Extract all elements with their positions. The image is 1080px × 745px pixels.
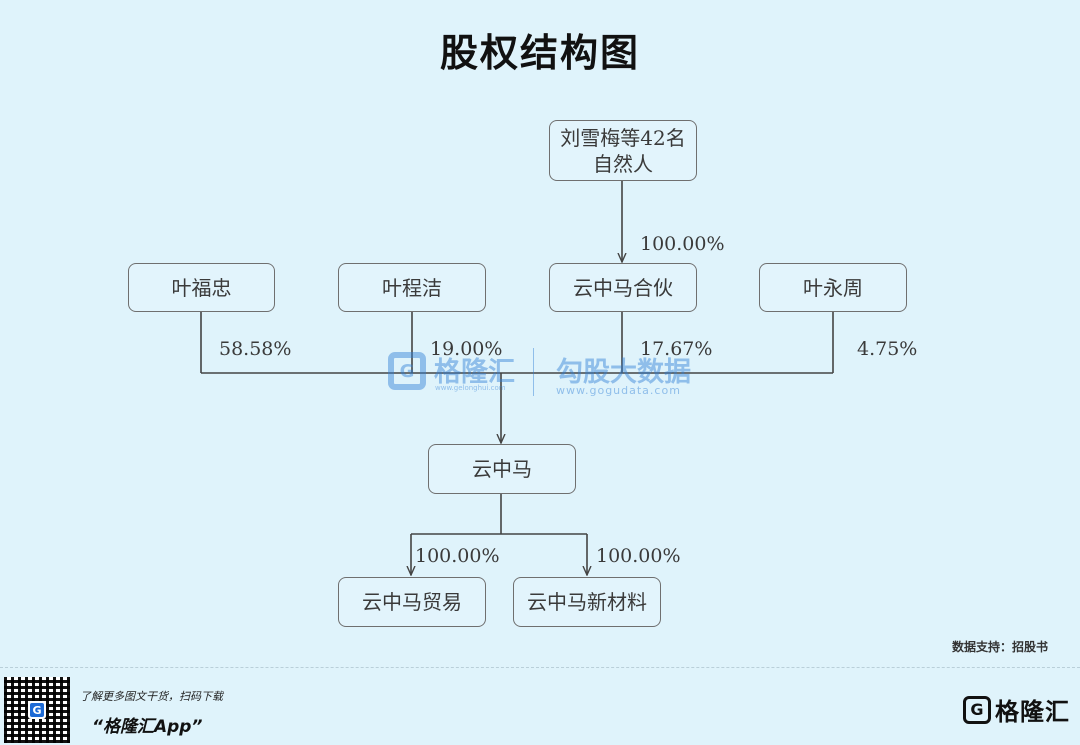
footer-app-name: “格隆汇App” (92, 717, 203, 737)
node-top-individuals: 刘雪梅等42名 自然人 (549, 120, 697, 181)
node-yunzhongma-trading: 云中马贸易 (338, 577, 486, 627)
node-yunzhongma-new-materials: 云中马新材料 (513, 577, 661, 627)
qr-center-logo: G (28, 701, 46, 719)
pct-to-new-materials: 100.00% (596, 545, 681, 567)
node-ye-fuzhong: 叶福忠 (128, 263, 275, 312)
pct-ye-chengjie: 19.00% (430, 338, 503, 360)
pct-top-to-partnership: 100.00% (640, 233, 725, 255)
node-yunzhongma: 云中马 (428, 444, 576, 494)
qr-code-icon[interactable]: G (4, 677, 70, 743)
footer-divider (0, 667, 1080, 668)
brand-logo-icon: G (963, 695, 991, 724)
brand-logo-text: 格隆汇 (995, 698, 1070, 726)
qr-center-logo-icon: G (30, 703, 44, 717)
node-top-line1: 刘雪梅等42名 (560, 125, 686, 150)
pct-ye-fuzhong: 58.58% (219, 338, 292, 360)
footer-logo: G 格隆汇 (963, 692, 1070, 727)
node-yunzhongma-partnership: 云中马合伙 (549, 263, 697, 312)
node-ye-yongzhou: 叶永周 (759, 263, 907, 312)
node-top-line2: 自然人 (592, 151, 653, 176)
page-title: 股权结构图 (439, 31, 640, 75)
pct-yunzhongma-partnership: 17.67% (640, 338, 713, 360)
node-ye-chengjie: 叶程洁 (338, 263, 486, 312)
pct-ye-yongzhou: 4.75% (857, 338, 918, 360)
pct-to-trading: 100.00% (415, 545, 500, 567)
footer: G 了解更多图文干货，扫码下载 “格隆汇App” G 格隆汇 (0, 668, 1080, 745)
data-source: 数据支持：招股书 (951, 640, 1048, 654)
footer-slogan: 了解更多图文干货，扫码下载 (80, 690, 223, 703)
